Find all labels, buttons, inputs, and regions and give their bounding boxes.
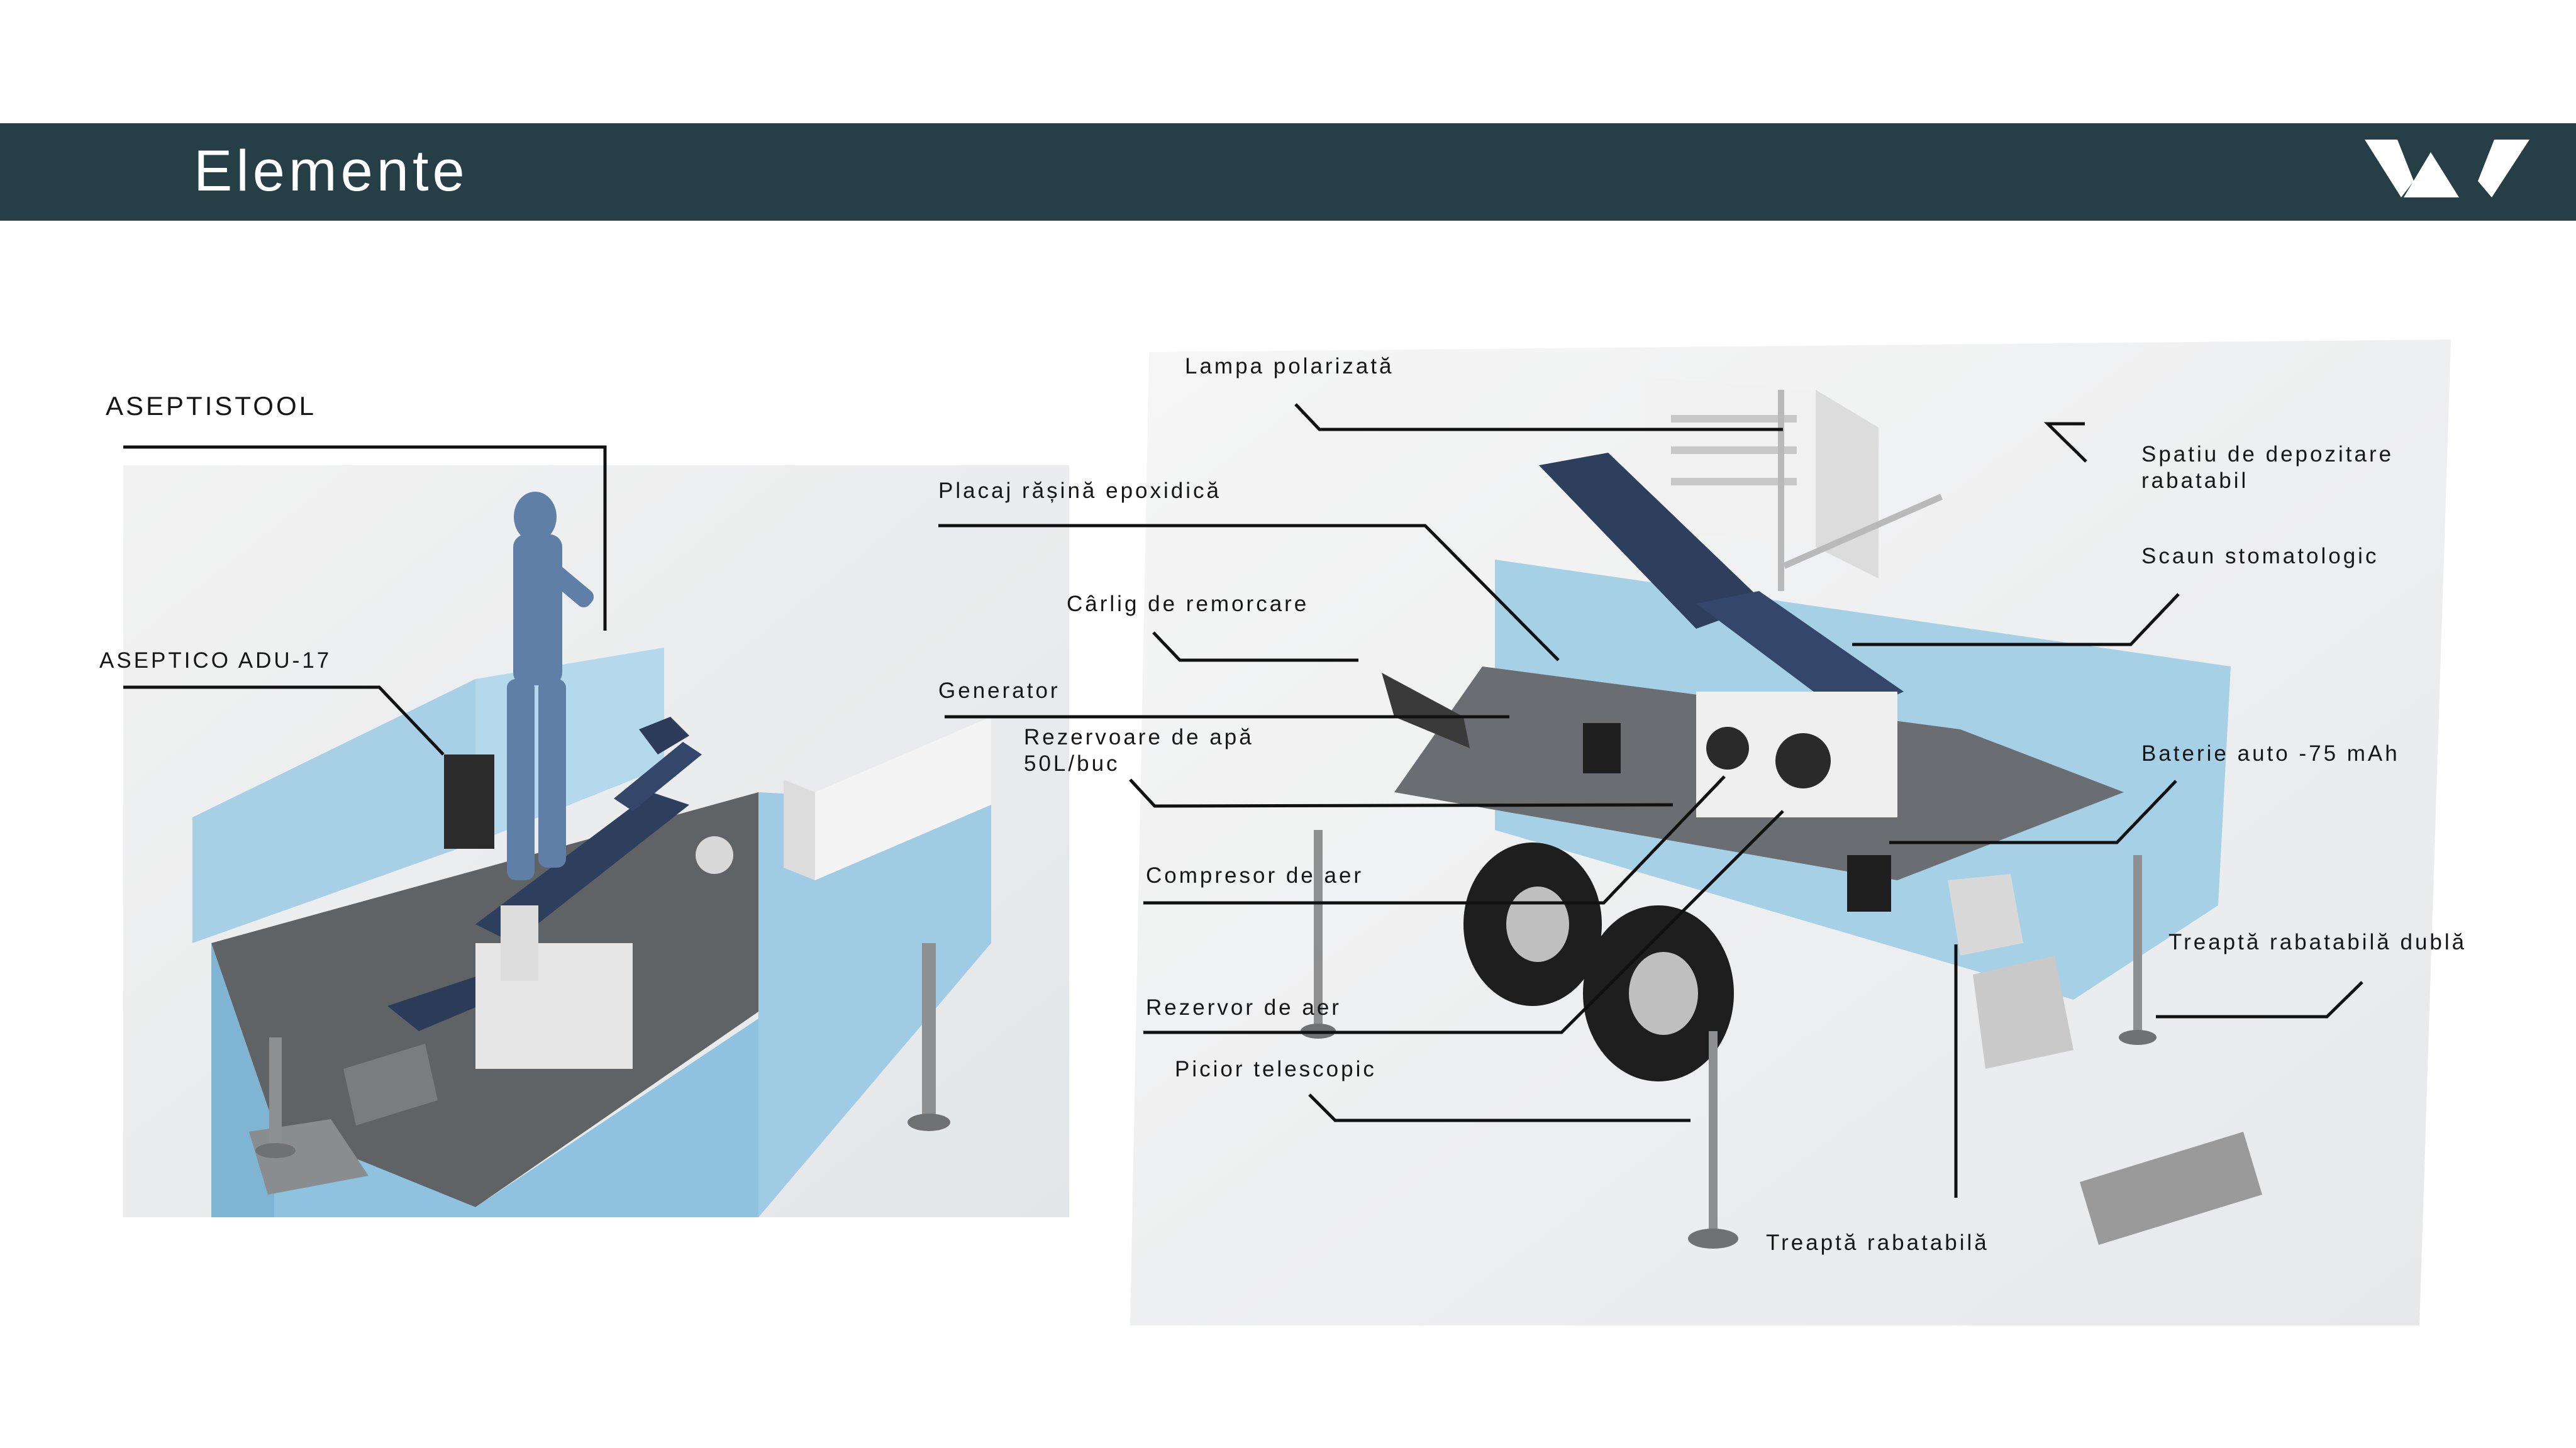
- label-aseptico: ASEPTICO ADU-17: [99, 648, 332, 673]
- label-generator: Generator: [938, 678, 1060, 703]
- label-placaj: Placaj rășină epoxidică: [938, 478, 1221, 503]
- storage-cabinet: [815, 717, 991, 880]
- left-render-trailer: [123, 465, 1069, 1217]
- label-treapta: Treaptă rabatabilă: [1766, 1230, 1989, 1255]
- label-spatiu: Spatiu de depozitare rabatabil: [2141, 442, 2394, 493]
- tow-hitch: [1382, 673, 1470, 748]
- double-folding-step: [1973, 956, 2074, 1069]
- label-aseptistool: ASEPTISTOOL: [106, 391, 316, 421]
- header-bar: [0, 123, 2576, 221]
- label-compresor: Compresor de aer: [1146, 863, 1364, 888]
- label-baterie: Baterie auto -75 mAh: [2141, 741, 2400, 766]
- label-picior: Picior telescopic: [1175, 1057, 1377, 1081]
- wave-logo-icon: [2365, 140, 2529, 197]
- page-title: Elemente: [194, 139, 469, 203]
- front-wall: [274, 1019, 758, 1217]
- label-treapta-dubla: Treaptă rabatabilă dublă: [2168, 930, 2467, 954]
- label-rezervor-aer: Rezervor de aer: [1146, 995, 1341, 1020]
- side-wall: [758, 792, 991, 1217]
- dental-chair: [1539, 453, 1904, 717]
- dental-chair: [387, 717, 702, 1069]
- label-lampa: Lampa polarizată: [1185, 354, 1394, 379]
- label-scaun: Scaun stomatologic: [2141, 544, 2379, 568]
- folding-step: [1948, 874, 2023, 956]
- label-carlig: Cârlig de remorcare: [1067, 592, 1309, 616]
- label-rezervoare: Rezervoare de apă 50L/buc: [1024, 725, 1254, 776]
